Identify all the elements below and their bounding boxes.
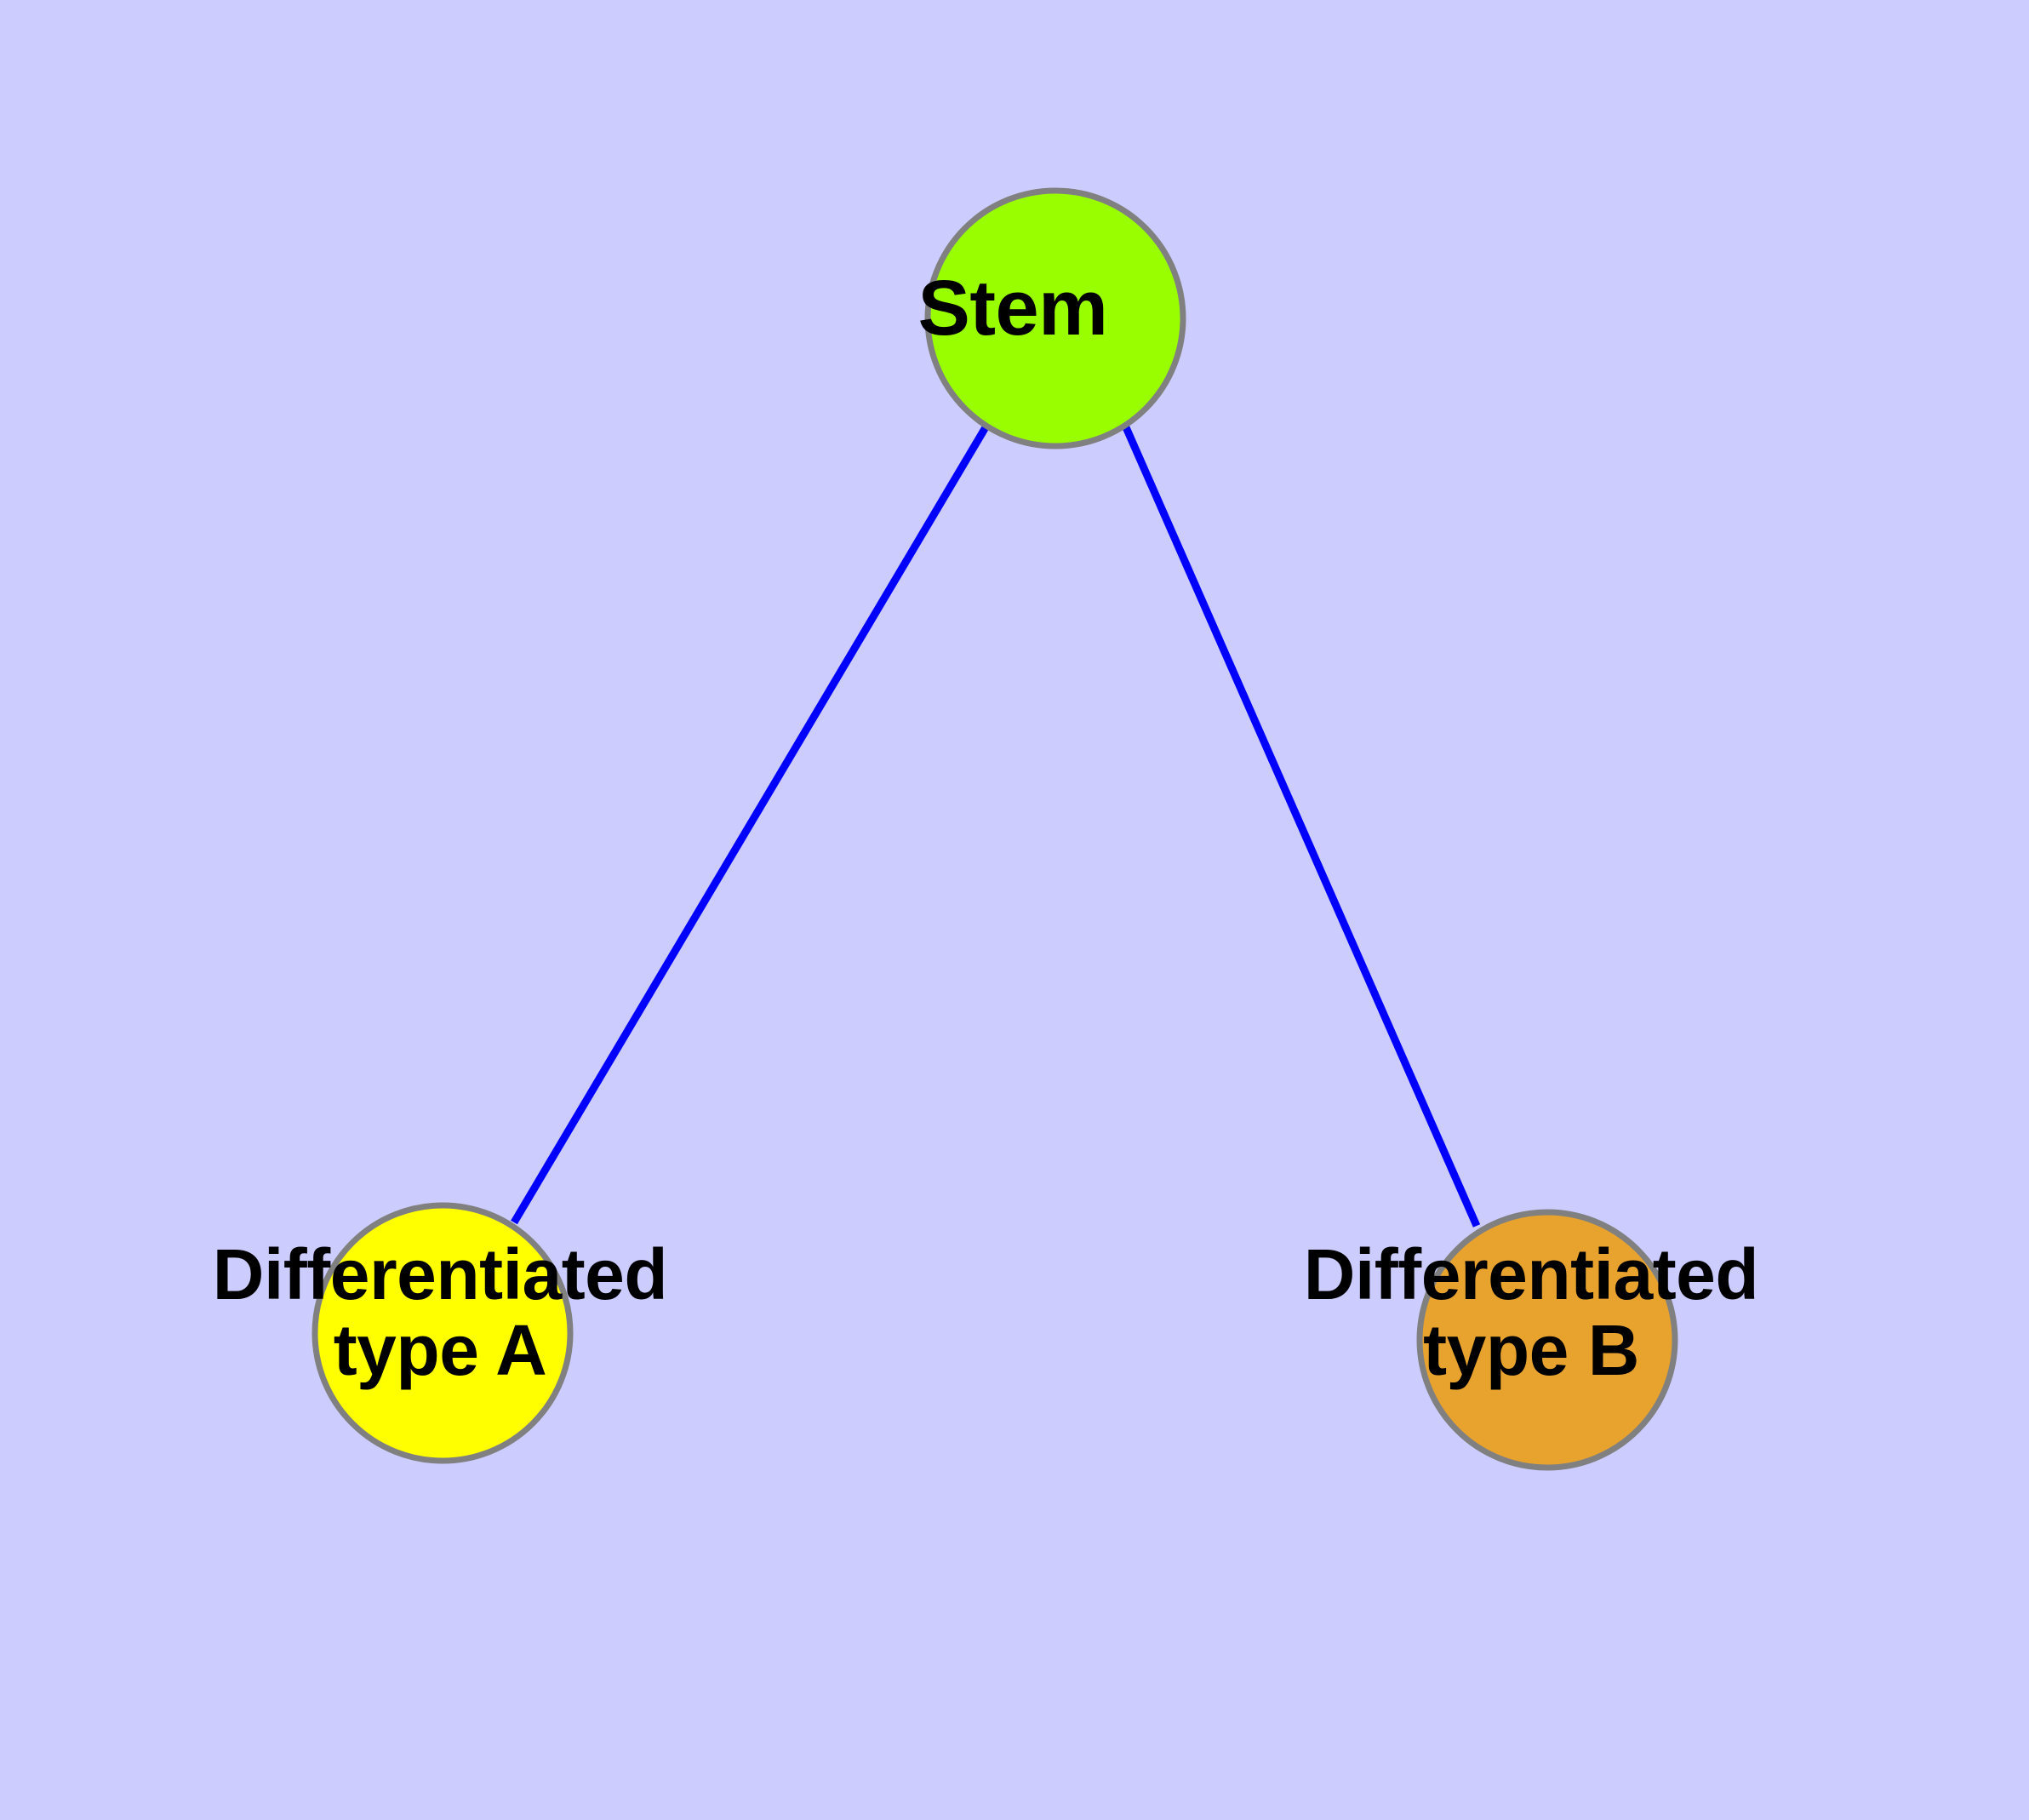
node-layer [311, 187, 1678, 1471]
edge-stem-to-diff-a [511, 425, 989, 1225]
edge-stem-to-diff-b [1122, 426, 1481, 1228]
node-stem-circle[interactable] [924, 187, 1186, 449]
edge-layer [511, 425, 1481, 1228]
node-diff-a-circle[interactable] [311, 1202, 574, 1464]
node-diff-b-circle[interactable] [1416, 1209, 1678, 1471]
